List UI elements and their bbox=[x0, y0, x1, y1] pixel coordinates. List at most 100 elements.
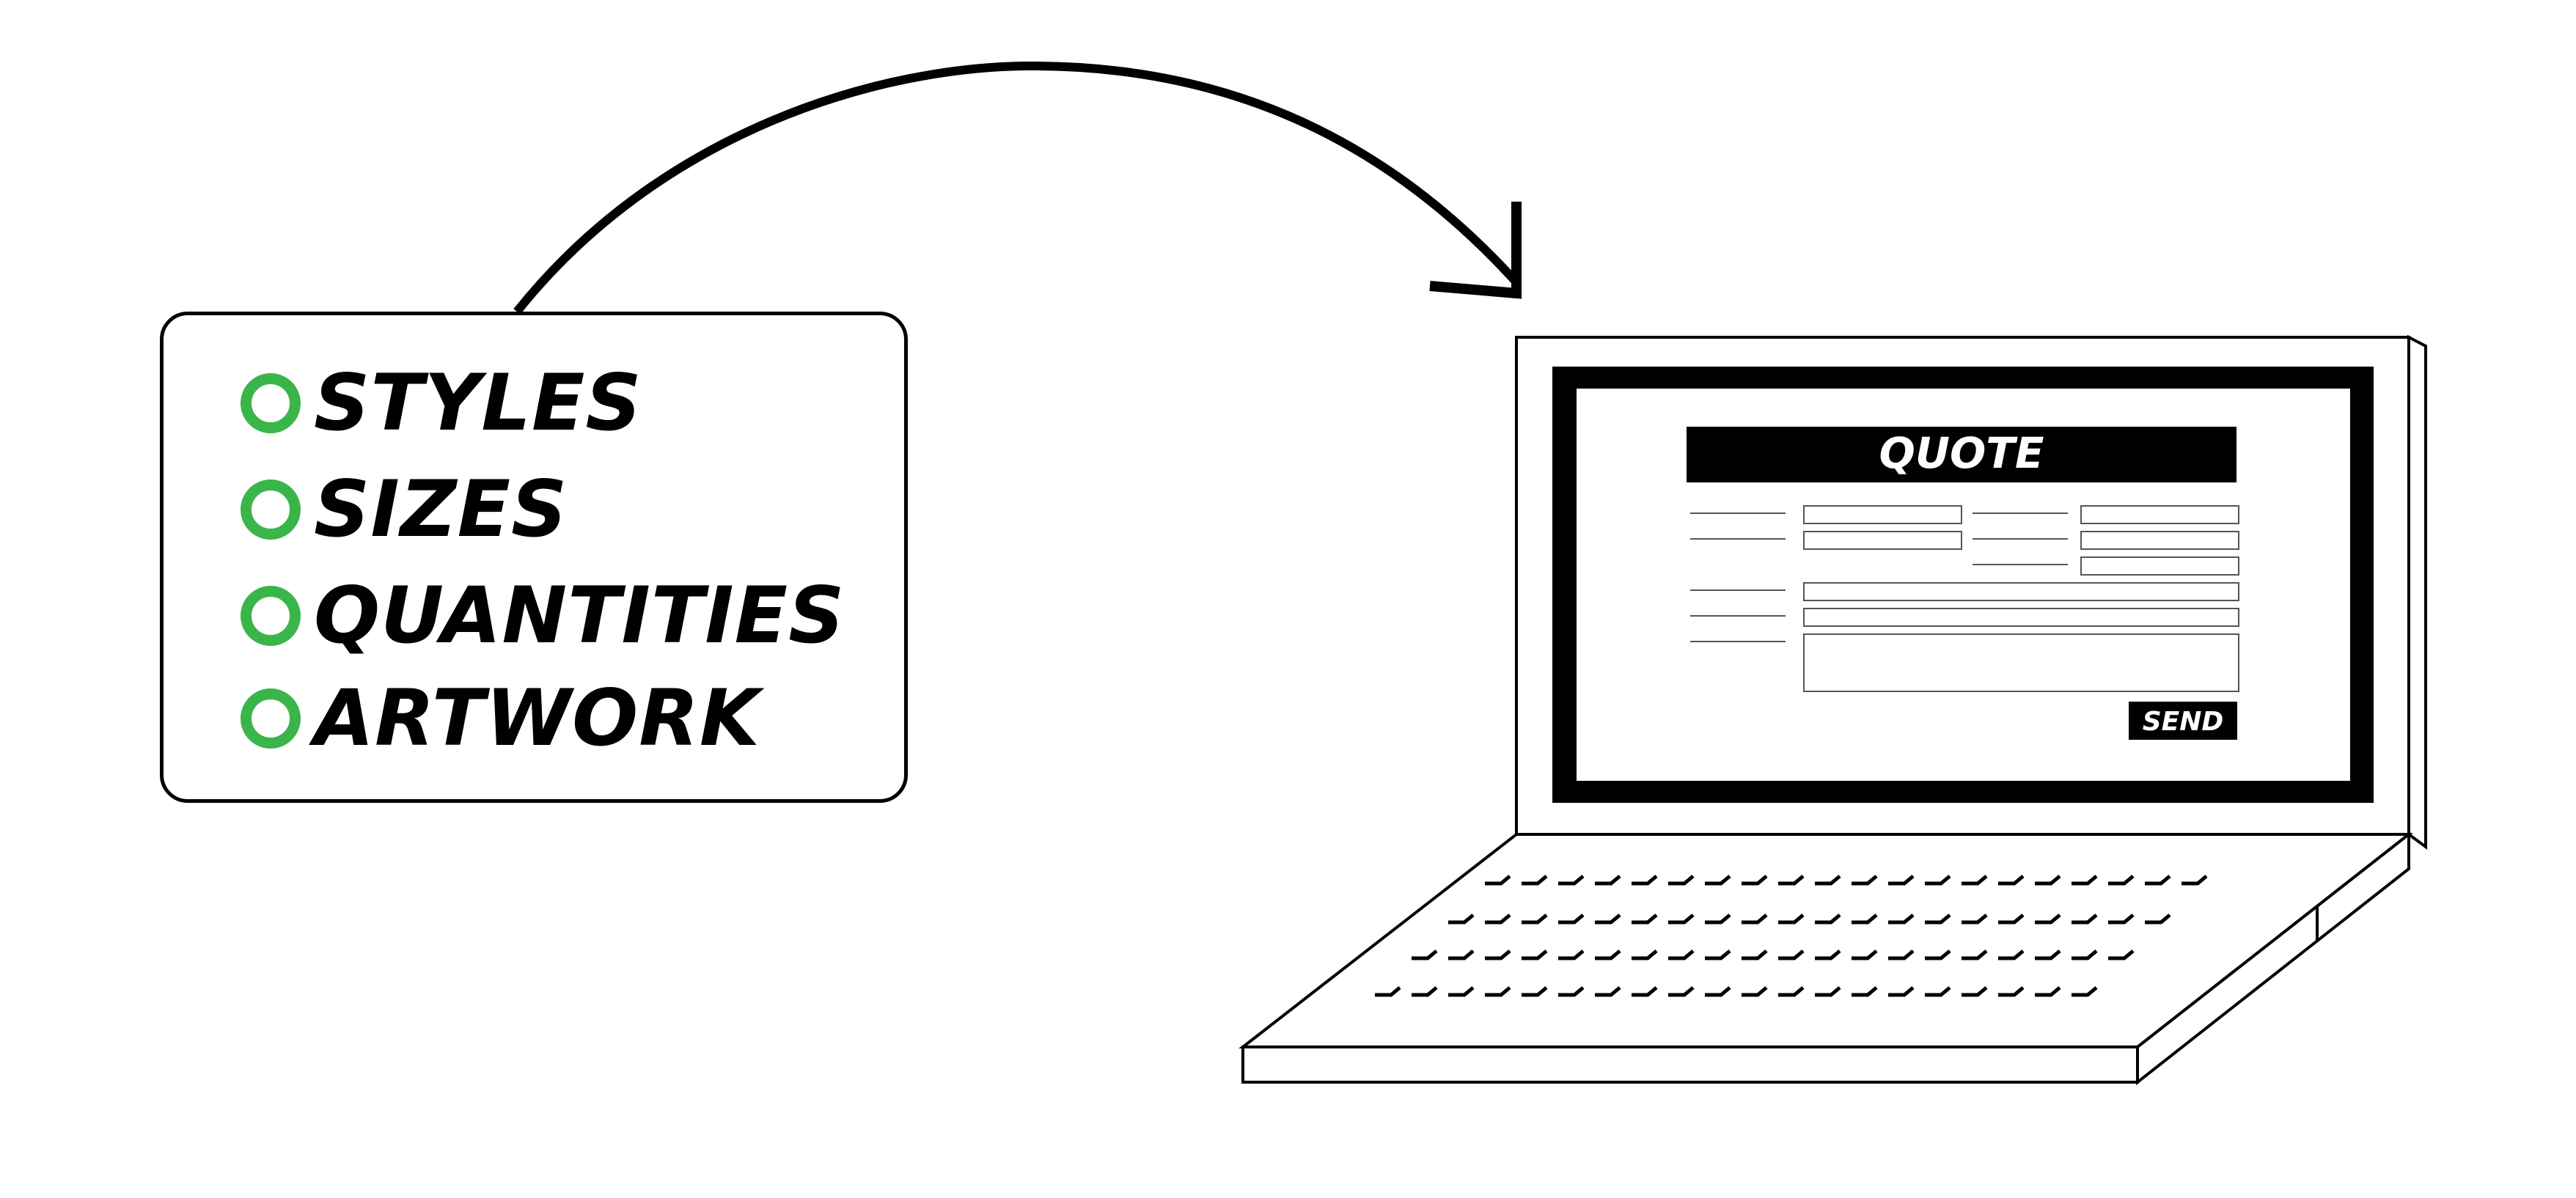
keyboard-key bbox=[1852, 986, 1878, 997]
keyboard-key bbox=[1558, 949, 1585, 960]
keyboard-key bbox=[1705, 875, 1731, 886]
keyboard-key bbox=[1632, 914, 1658, 925]
checklist-item-sizes: SIZES bbox=[241, 466, 568, 554]
keyboard-key bbox=[1742, 914, 1768, 925]
keyboard-key bbox=[1595, 914, 1621, 925]
keyboard-key bbox=[1925, 875, 1951, 886]
keyboard-key bbox=[1778, 875, 1805, 886]
keyboard-key bbox=[1375, 986, 1401, 997]
keyboard-key bbox=[1705, 986, 1731, 997]
keyboard-key bbox=[1962, 949, 1988, 960]
keyboard-key bbox=[1815, 986, 1841, 997]
keyboard-key bbox=[1742, 949, 1768, 960]
keyboard-key bbox=[1778, 949, 1805, 960]
keyboard-key bbox=[1668, 949, 1695, 960]
checklist-item-styles: STYLES bbox=[241, 359, 642, 447]
keyboard-key bbox=[1485, 875, 1511, 886]
checklist-item-label: STYLES bbox=[314, 358, 642, 448]
keyboard-key bbox=[1815, 875, 1841, 886]
keyboard-key bbox=[2145, 875, 2171, 886]
keyboard-key bbox=[1742, 875, 1768, 886]
keyboard-key bbox=[1998, 914, 2025, 925]
keyboard-key bbox=[1448, 986, 1475, 997]
quote-title-bar bbox=[1687, 427, 2236, 482]
keyboard-key bbox=[1925, 986, 1951, 997]
keyboard-key bbox=[1522, 986, 1548, 997]
keyboard-key bbox=[1522, 875, 1548, 886]
keyboard-key bbox=[1632, 875, 1658, 886]
keyboard-key bbox=[2181, 875, 2208, 886]
keyboard-key bbox=[1412, 986, 1438, 997]
checklist-item-label: SIZES bbox=[314, 464, 568, 554]
keyboard-key bbox=[2108, 949, 2135, 960]
keyboard-key bbox=[1778, 914, 1805, 925]
keyboard-key bbox=[1668, 875, 1695, 886]
quote-title: QUOTE bbox=[1879, 428, 2044, 478]
form-field[interactable] bbox=[1803, 531, 1962, 550]
laptop-base-side bbox=[2136, 831, 2410, 1086]
keyboard-key bbox=[2072, 875, 2098, 886]
laptop-base-front bbox=[1241, 1046, 2139, 1084]
keyboard-key bbox=[1888, 949, 1915, 960]
form-textarea[interactable] bbox=[1803, 633, 2239, 692]
checklist-item-label: ARTWORK bbox=[314, 673, 760, 763]
keyboard-key bbox=[2108, 914, 2135, 925]
keyboard-key bbox=[1705, 914, 1731, 925]
checklist-card: STYLES SIZES QUANTITIES ARTWORK bbox=[160, 312, 908, 803]
keyboard-key bbox=[1925, 914, 1951, 925]
keyboard-key bbox=[1485, 949, 1511, 960]
keyboard-key bbox=[1595, 875, 1621, 886]
laptop-lid-edge bbox=[2407, 334, 2427, 850]
form-field[interactable] bbox=[2080, 531, 2239, 550]
flow-arrow-head bbox=[1429, 202, 1522, 299]
keyboard-key bbox=[1888, 875, 1915, 886]
keyboard-key bbox=[1412, 949, 1438, 960]
keyboard-key bbox=[1852, 914, 1878, 925]
checklist-item-label: QUANTITIES bbox=[314, 570, 845, 661]
keyboard-key bbox=[1485, 986, 1511, 997]
laptop-base-deck bbox=[1239, 833, 2413, 1048]
keyboard-key bbox=[2035, 914, 2061, 925]
keyboard-key bbox=[2072, 986, 2098, 997]
keyboard-key bbox=[1742, 986, 1768, 997]
keyboard-key bbox=[1558, 914, 1585, 925]
keyboard-key bbox=[1925, 949, 1951, 960]
keyboard-key bbox=[1705, 949, 1731, 960]
quote-form-fields bbox=[1803, 505, 2239, 692]
form-field[interactable] bbox=[2080, 556, 2239, 576]
keyboard-key bbox=[1448, 914, 1475, 925]
keyboard-key bbox=[1558, 875, 1585, 886]
keyboard-key bbox=[1522, 914, 1548, 925]
keyboard-key bbox=[1962, 914, 1988, 925]
keyboard-key bbox=[2108, 875, 2135, 886]
keyboard-key bbox=[1815, 949, 1841, 960]
keyboard-key bbox=[1998, 949, 2025, 960]
keyboard-key bbox=[2145, 914, 2171, 925]
keyboard-key bbox=[1595, 986, 1621, 997]
keyboard-key bbox=[1962, 875, 1988, 886]
form-field[interactable] bbox=[2080, 505, 2239, 524]
keyboard-key bbox=[2035, 875, 2061, 886]
checklist-item-quantities: QUANTITIES bbox=[241, 572, 845, 660]
keyboard-key bbox=[1998, 875, 2025, 886]
keyboard-key bbox=[1888, 914, 1915, 925]
keyboard-key bbox=[2072, 949, 2098, 960]
form-field[interactable] bbox=[1803, 608, 2239, 627]
flow-arrow-curve bbox=[513, 61, 1520, 315]
keyboard-key bbox=[2035, 949, 2061, 960]
keyboard-key bbox=[1852, 875, 1878, 886]
keyboard-key bbox=[1448, 949, 1475, 960]
keyboard-key bbox=[1815, 914, 1841, 925]
keyboard-key bbox=[1522, 949, 1548, 960]
form-field[interactable] bbox=[1803, 582, 2239, 601]
keyboard-key bbox=[1595, 949, 1621, 960]
form-field[interactable] bbox=[1803, 505, 1962, 524]
keyboard-key bbox=[1778, 986, 1805, 997]
keyboard-key bbox=[1998, 986, 2025, 997]
keyboard-key bbox=[1962, 986, 1988, 997]
send-button[interactable] bbox=[2129, 702, 2237, 740]
keyboard-key bbox=[1888, 986, 1915, 997]
